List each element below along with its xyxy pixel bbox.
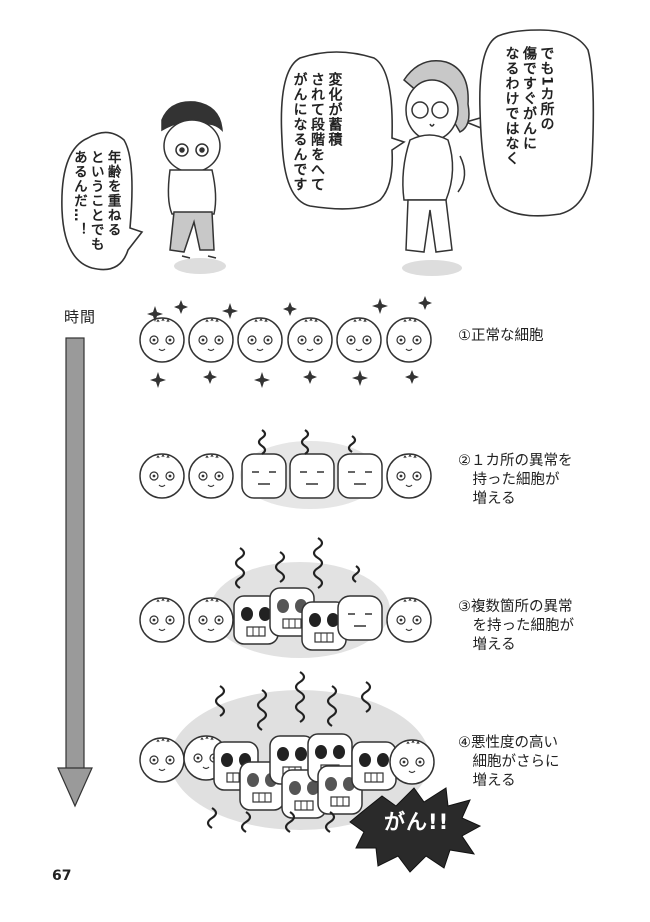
normal-cell: [188, 317, 234, 363]
woman-right-speech-line: でも1カ所の: [538, 46, 555, 132]
normal-cell: [389, 739, 435, 785]
malignant-cell: [351, 741, 397, 791]
boy-speech-line: 年齢を重ねる: [104, 150, 121, 237]
normal-cell: [386, 317, 432, 363]
normal-cell: [386, 597, 432, 643]
cells-layer: [139, 317, 435, 830]
woman-right-speech-text: でも1カ所の 傷ですぐがんに なるわけではなく: [502, 46, 555, 206]
malignant-cell: [301, 601, 347, 651]
normal-cell: [237, 317, 283, 363]
speech-bubble-woman-left: [280, 51, 406, 210]
time-arrow: [57, 337, 93, 808]
abnormal-cell: [337, 453, 383, 499]
malignant-cell: [233, 595, 279, 645]
normal-cell: [336, 317, 382, 363]
normal-cell: [139, 597, 185, 643]
normal-cell: [139, 317, 185, 363]
woman-left-speech-line: 変化が蓄積: [326, 72, 343, 147]
stage-1-label: ①正常な細胞: [458, 328, 544, 344]
cancer-word: がん!!: [384, 810, 450, 834]
speech-bubble-boy: [61, 131, 144, 271]
boy-speech-line: ということでも: [87, 150, 104, 252]
stage-4-label: ④悪性度の高い 細胞がさらに 増える: [458, 735, 560, 789]
woman-right-speech-line: 傷ですぐがんに: [521, 46, 537, 151]
cancer-burst: [349, 787, 482, 873]
stage-2-label: ②１カ所の異常を 持った細胞が 増える: [458, 453, 573, 507]
woman-character: [402, 60, 470, 276]
normal-cell: [139, 737, 185, 783]
boy-speech-text: 年齢を重ねる ということでも あるんだ…！: [70, 150, 121, 260]
normal-cell: [139, 453, 185, 499]
boy-speech-line: あるんだ…！: [70, 150, 87, 237]
abnormal-squiggles: [206, 429, 372, 833]
woman-left-speech-text: 変化が蓄積 されて段階をへて がんになるんです: [290, 72, 343, 202]
normal-cell: [188, 597, 234, 643]
sparkles: [147, 296, 432, 388]
boy-character: [161, 101, 226, 274]
woman-right-speech-line: なるわけではなく: [503, 46, 520, 166]
normal-cell: [287, 317, 333, 363]
abnormal-cell: [289, 453, 335, 499]
woman-left-speech-line: がんになるんです: [291, 72, 308, 192]
normal-cell: [386, 453, 432, 499]
woman-left-speech-line: されて段階をへて: [309, 72, 325, 192]
normal-cell: [188, 453, 234, 499]
stage-3-label: ③複数箇所の異常 を持った細胞が 増える: [458, 599, 574, 653]
abnormal-cell: [241, 453, 287, 499]
page-number: 67: [52, 868, 72, 884]
abnormal-cell: [337, 595, 383, 641]
time-label: 時間: [64, 308, 97, 326]
